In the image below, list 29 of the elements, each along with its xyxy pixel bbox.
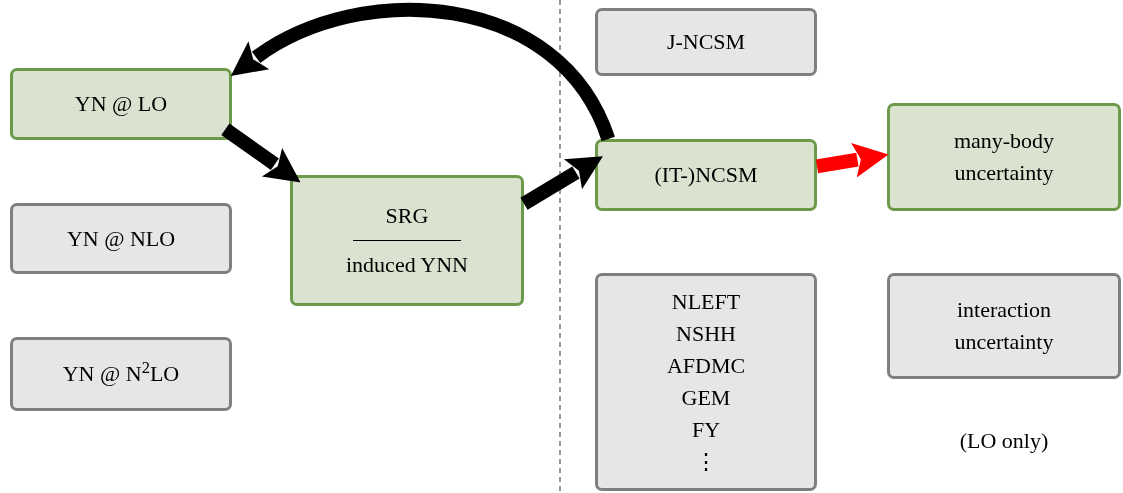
arrow [221,123,301,183]
option-box [595,8,817,76]
process-box [887,103,1121,211]
option-box [10,203,232,274]
note-text: (LO only) [958,427,1050,455]
node-text: GEM [681,384,731,412]
process-box [10,68,232,140]
node-text: AFDMC [666,352,746,380]
arrow [229,2,615,142]
process-box [290,175,524,306]
node-text: SRG [385,201,429,230]
arrow [815,143,889,178]
node-text: YN @ N$^{2}$LO [62,358,180,388]
process-box [595,139,817,211]
option-box [10,337,232,411]
option-box [595,273,817,491]
node-text: many-body uncertainty [952,127,1056,187]
node-text: (IT-)NCSM [654,161,758,189]
node-text: ⋮ [695,448,717,476]
node-text: YN @ NLO [66,224,176,253]
node-text: FY [691,416,721,444]
node-text: interaction uncertainty [953,296,1055,356]
node-text: YN @ LO [74,90,168,118]
node-text: induced YNN [346,251,468,280]
arrow [520,156,603,210]
node-text: NSHH [676,320,736,348]
node-text: J-NCSM [666,28,746,56]
node-text: NLEFT [671,288,741,316]
option-box [887,273,1121,379]
